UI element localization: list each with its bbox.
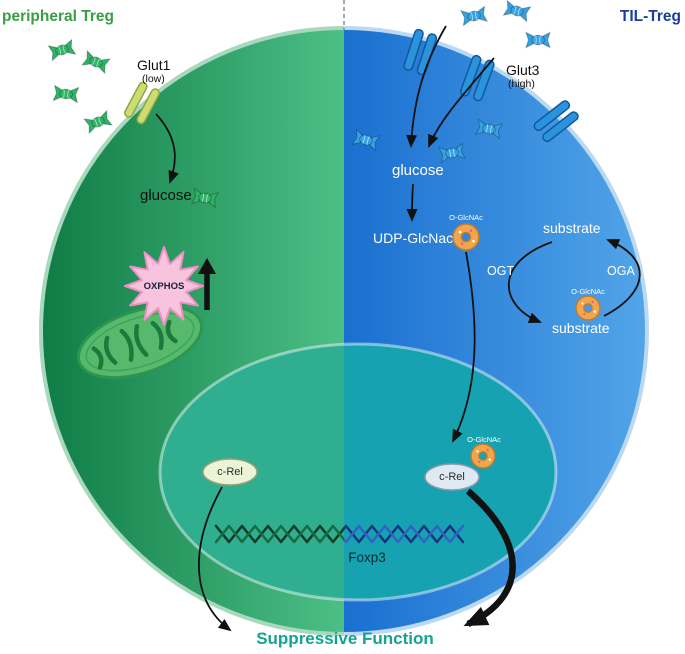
ogt-label: OGT xyxy=(487,264,515,278)
arrow-ogt-cycle xyxy=(507,241,553,323)
oxphos-up-arrow-icon xyxy=(198,258,216,310)
o-glcnac-label: O-GlcNAc xyxy=(571,287,605,296)
glucose-left-label: glucose xyxy=(140,187,192,204)
substrate-top-label: substrate xyxy=(543,220,601,236)
oxphos-label: OXPHOS xyxy=(143,281,185,292)
glut1-label: Glut1 xyxy=(137,57,171,73)
arrow-glut1-to-glucose xyxy=(155,113,179,184)
arrow-glut3-to-glucose-1 xyxy=(406,25,447,148)
cell-left-rim xyxy=(39,26,345,636)
glut1-channel-icon xyxy=(124,81,160,125)
glucose-right-label: glucose xyxy=(392,162,444,179)
left-title: peripheral Treg xyxy=(2,8,114,25)
flow-arrows xyxy=(155,25,641,632)
right-title: TIL-Treg xyxy=(619,8,681,25)
mitochondria-icon xyxy=(76,304,204,380)
glut3-label: Glut3 xyxy=(506,62,540,78)
crel-right-oval xyxy=(424,463,480,491)
arrow-udp-to-crel xyxy=(452,251,476,443)
glut1-level-label: (low) xyxy=(142,73,165,85)
o-glcnac-donut-icon xyxy=(470,443,496,469)
oga-label: OGA xyxy=(607,264,635,278)
arrow-crel-right-to-function xyxy=(463,488,516,627)
o-glcnac-label: O-GlcNAc xyxy=(467,435,501,444)
oxphos-starburst-icon xyxy=(124,246,204,326)
foxp3-label: Foxp3 xyxy=(348,550,386,565)
arrow-oga-cycle xyxy=(603,239,641,317)
glut3-channels xyxy=(403,28,579,143)
crel-left-oval xyxy=(202,458,258,486)
arrow-glucose-to-udp xyxy=(406,183,418,222)
crel-left-label: c-Rel xyxy=(217,466,243,478)
arrow-crel-left-to-function xyxy=(198,486,232,632)
udp-glcnac-label: UDP-GlcNac xyxy=(373,230,454,246)
arrow-glut3-to-glucose-2 xyxy=(428,57,495,148)
crel-right-label: c-Rel xyxy=(439,471,465,483)
o-glcnac-label: O-GlcNAc xyxy=(449,213,483,222)
glut3-channel-icon xyxy=(533,100,579,143)
dna-helix-icon xyxy=(214,524,465,544)
glut3-channel-icon xyxy=(459,54,495,102)
glut3-level-label: (high) xyxy=(508,78,535,90)
substrate-bottom-label: substrate xyxy=(552,320,610,336)
suppressive-function-label: Suppressive Function xyxy=(256,629,434,648)
glut3-channel-icon xyxy=(403,28,438,76)
